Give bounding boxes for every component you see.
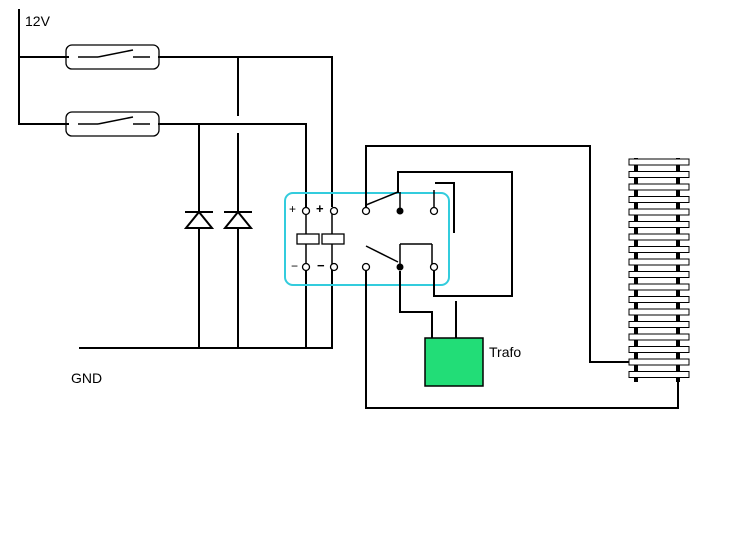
track-sleeper bbox=[628, 233, 690, 241]
track-sleeper bbox=[628, 171, 690, 178]
track-sleeper bbox=[628, 271, 690, 278]
track-sleeper bbox=[628, 333, 690, 341]
supply-label: 12V bbox=[25, 13, 50, 29]
track-sleeper bbox=[628, 196, 690, 203]
coil2-minus-label: − bbox=[317, 258, 325, 273]
rail-track bbox=[628, 158, 690, 382]
track-sleeper bbox=[628, 371, 690, 378]
track-sleeper bbox=[628, 296, 690, 303]
track-sleeper bbox=[628, 358, 690, 366]
track-wiring bbox=[365, 145, 679, 409]
diode-2 bbox=[222, 210, 254, 229]
transformer-label: Trafo bbox=[489, 344, 522, 360]
push-button-2 bbox=[65, 111, 307, 207]
ground-label: GND bbox=[71, 370, 103, 386]
coil1-plus-label: + bbox=[289, 202, 297, 216]
supply-rail bbox=[18, 9, 69, 125]
relay-coils bbox=[296, 212, 345, 266]
push-button-1 bbox=[65, 44, 333, 207]
ground-rail bbox=[79, 267, 333, 349]
track-sleepers bbox=[628, 158, 690, 378]
track-sleeper bbox=[628, 221, 690, 228]
transformer-box bbox=[424, 337, 484, 387]
track-sleeper bbox=[628, 246, 690, 253]
track-sleeper bbox=[628, 283, 690, 291]
diode-1 bbox=[183, 210, 215, 229]
track-sleeper bbox=[628, 183, 690, 191]
relay-terminals bbox=[301, 206, 439, 272]
coil2-plus-label: + bbox=[316, 201, 324, 216]
diode-branches bbox=[198, 56, 239, 349]
coil1-minus-label: − bbox=[291, 259, 299, 273]
track-sleeper bbox=[628, 321, 690, 328]
track-sleeper bbox=[628, 258, 690, 266]
relay-contacts bbox=[365, 190, 435, 266]
track-sleeper bbox=[628, 158, 690, 166]
track-sleeper bbox=[628, 208, 690, 216]
track-sleeper bbox=[628, 346, 690, 353]
track-sleeper bbox=[628, 308, 690, 316]
